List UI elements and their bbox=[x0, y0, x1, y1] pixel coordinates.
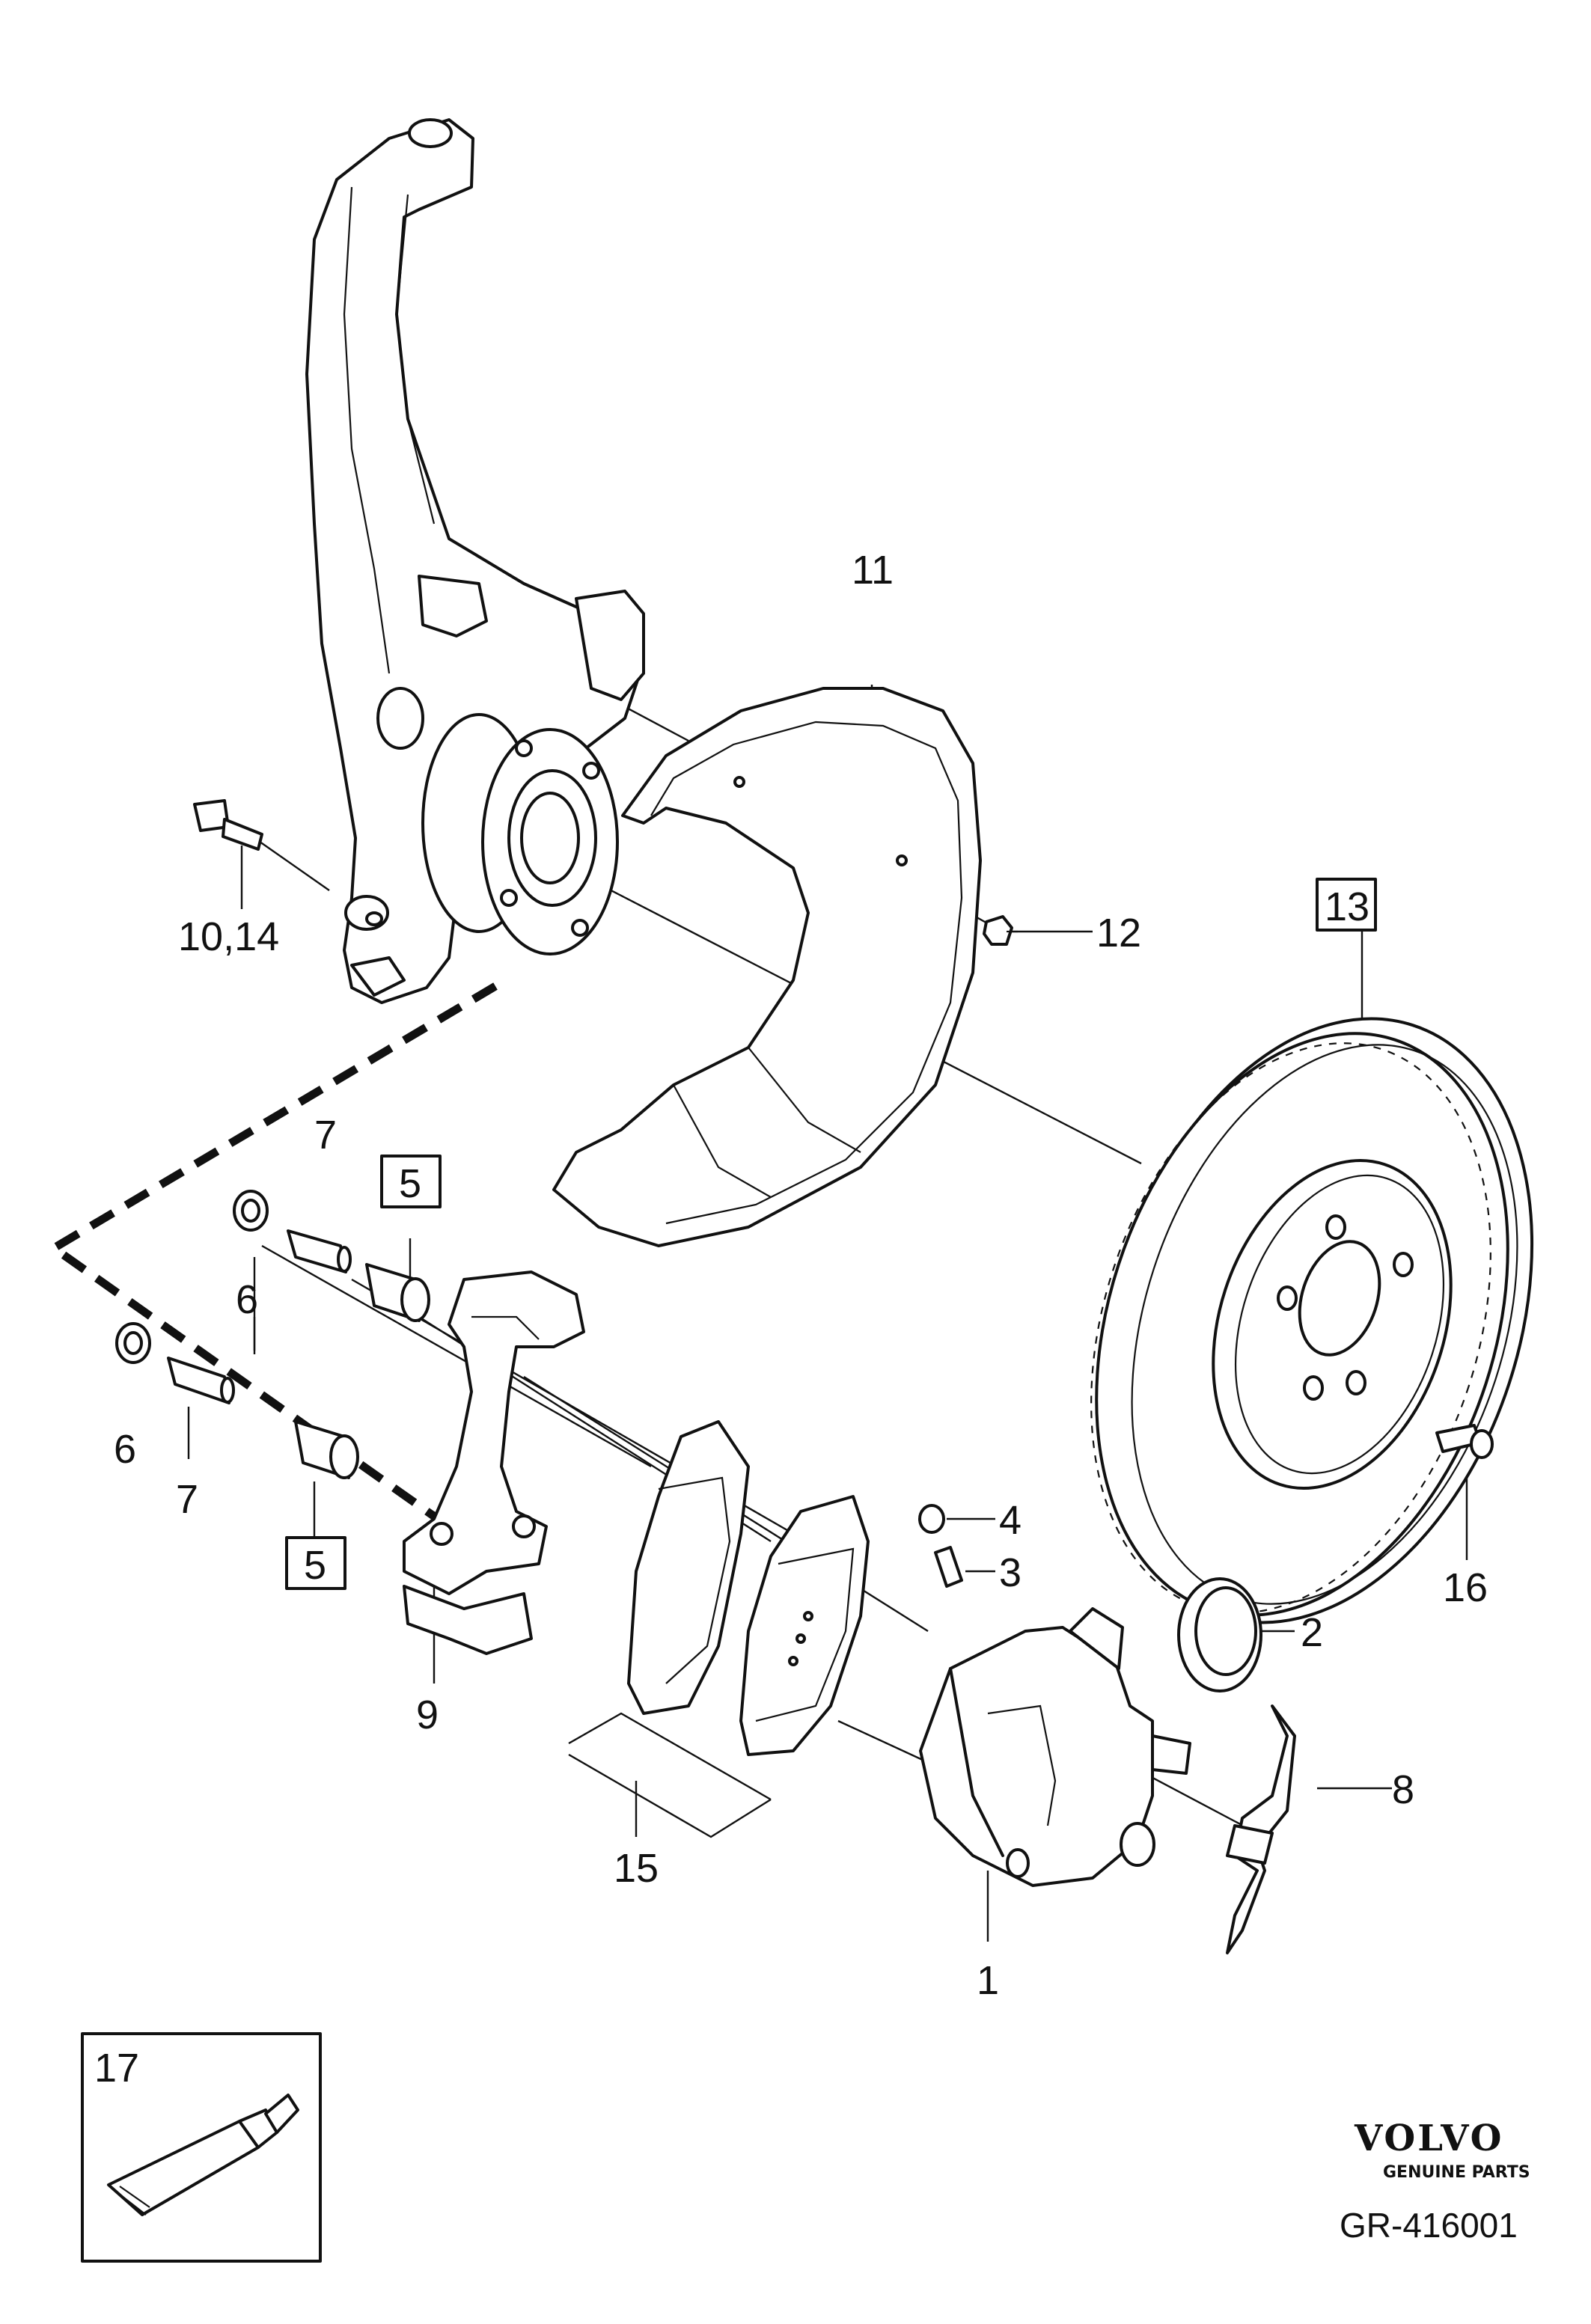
dust-cap-icon bbox=[115, 1322, 151, 1364]
callout-13-box bbox=[1316, 878, 1377, 932]
bolt-icon bbox=[1435, 1424, 1494, 1459]
callout-10-14: 10,14 bbox=[178, 914, 279, 959]
steering-knuckle-icon bbox=[305, 118, 645, 1004]
brake-caliper-icon bbox=[919, 1607, 1191, 1887]
callout-8: 8 bbox=[1392, 1767, 1414, 1812]
callout-1: 1 bbox=[977, 1958, 999, 2003]
guide-pin-icon bbox=[167, 1357, 235, 1404]
grease-tube-icon bbox=[107, 2094, 299, 2216]
callout-3: 3 bbox=[999, 1550, 1022, 1595]
callout-7b: 7 bbox=[176, 1477, 198, 1522]
callout-9: 9 bbox=[416, 1692, 439, 1737]
callout-6b: 6 bbox=[114, 1427, 136, 1472]
bolt-icon bbox=[983, 915, 1018, 946]
callout-12: 12 bbox=[1096, 911, 1141, 955]
bolt-icon bbox=[193, 799, 263, 851]
grease-inset: 17 bbox=[81, 2032, 322, 2263]
callout-15: 15 bbox=[614, 1846, 659, 1891]
brand-name: VOLVO bbox=[1354, 2117, 1503, 2159]
guide-pin-icon bbox=[287, 1229, 352, 1273]
callout-11: 11 bbox=[852, 548, 894, 593]
splash-shield-icon bbox=[552, 687, 982, 1247]
brake-disc-icon bbox=[1090, 1017, 1534, 1624]
caliper-carrier-icon bbox=[403, 1270, 585, 1655]
brand-subtitle: GENUINE PARTS bbox=[1383, 2163, 1530, 2182]
dust-cap-icon bbox=[918, 1504, 945, 1534]
callout-7a: 7 bbox=[314, 1113, 337, 1158]
callout-13: 13 bbox=[1325, 884, 1369, 929]
wheel-hub-icon bbox=[421, 713, 619, 955]
callout-16: 16 bbox=[1443, 1565, 1488, 1610]
brake-pad-icon bbox=[627, 1420, 750, 1715]
piston-seal-icon bbox=[1177, 1577, 1262, 1692]
callout-5a-box bbox=[380, 1155, 442, 1208]
brake-pad-icon bbox=[739, 1495, 870, 1756]
guide-sleeve-icon bbox=[294, 1420, 359, 1479]
callout-5a: 5 bbox=[399, 1161, 421, 1206]
callout-4: 4 bbox=[999, 1498, 1022, 1543]
diagram-code: GR-416001 bbox=[1340, 2206, 1518, 2245]
callout-17: 17 bbox=[94, 2046, 139, 2091]
anti-rattle-spring-icon bbox=[1226, 1704, 1296, 1954]
bleeder-screw-icon bbox=[934, 1546, 963, 1588]
callout-2: 2 bbox=[1301, 1610, 1323, 1655]
callout-6a: 6 bbox=[236, 1277, 258, 1322]
callout-5b: 5 bbox=[304, 1543, 326, 1588]
dust-cap-icon bbox=[233, 1190, 269, 1232]
callout-5b-box bbox=[285, 1536, 346, 1590]
volvo-logo: VOLVO GENUINE PARTS bbox=[1354, 2117, 1530, 2182]
guide-sleeve-icon bbox=[365, 1263, 430, 1322]
callout-labels: 11 12 13 10,14 7 5 6 6 7 5 9 15 4 3 2 8 … bbox=[114, 548, 1488, 2003]
